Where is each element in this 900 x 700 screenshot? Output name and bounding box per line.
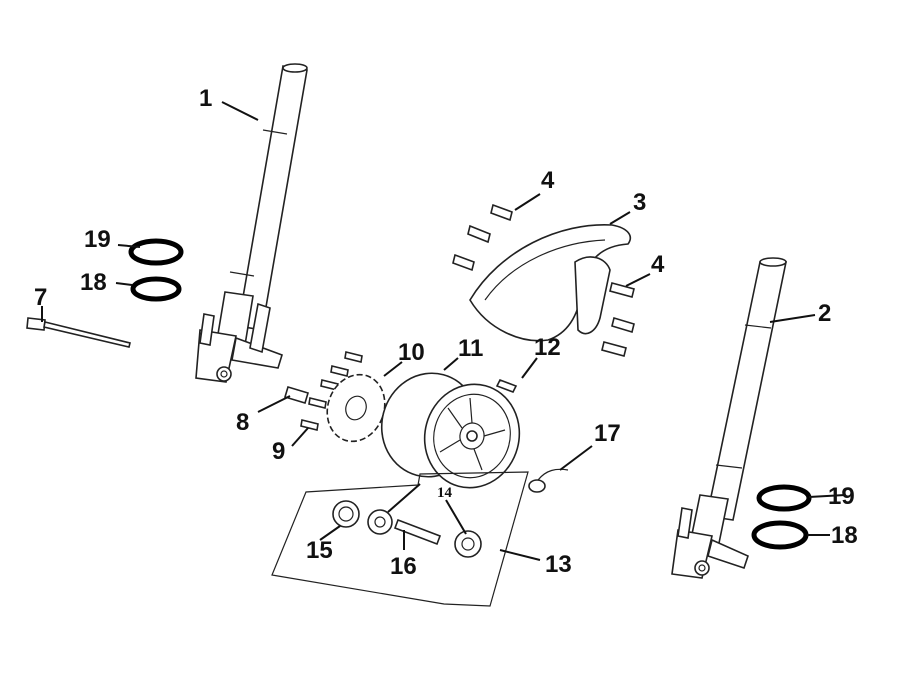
- right-fork-leg: [671, 257, 787, 579]
- left-fork-leg: [195, 63, 308, 383]
- fork-dust-seal-left-18: [130, 276, 182, 302]
- disc-bolts: [300, 351, 363, 431]
- callout-18-right: 18: [831, 522, 858, 549]
- leader-lines: [41, 101, 846, 561]
- callout-19-left: 19: [84, 226, 111, 253]
- fork-oil-seal-left-19: [128, 238, 184, 266]
- callout-10: 10: [398, 339, 425, 366]
- callout-15: 15: [306, 537, 333, 564]
- callout-16: 16: [390, 553, 417, 580]
- callout-2: 2: [818, 300, 831, 327]
- bearing-kit: [332, 500, 482, 558]
- callout-17: 17: [594, 420, 621, 447]
- speed-sensor: [528, 468, 569, 493]
- callout-19-right: 19: [828, 483, 855, 510]
- callout-7: 7: [34, 284, 47, 311]
- callout-9: 9: [272, 438, 285, 465]
- callout-11: 11: [458, 335, 483, 362]
- fork-dust-seal-right-18: [751, 520, 809, 550]
- callout-13: 13: [545, 551, 572, 578]
- callout-14: 14: [437, 485, 453, 501]
- callout-8: 8: [236, 409, 249, 436]
- front-axle: [26, 317, 131, 348]
- tire-valve: [495, 378, 518, 394]
- fender-bolts-right: [601, 282, 635, 357]
- wheel-spacer: [284, 386, 309, 404]
- callout-12: 12: [534, 334, 561, 361]
- fork-oil-seal-right-19: [756, 484, 812, 512]
- callout-18-left: 18: [80, 269, 107, 296]
- front-wheel: [380, 372, 521, 489]
- callout-4-right: 4: [651, 251, 665, 278]
- callout-4-upper: 4: [541, 167, 555, 194]
- front-fender: [469, 224, 632, 342]
- callout-1: 1: [199, 85, 212, 112]
- fender-bolts-left: [452, 203, 513, 272]
- bearing-kit-outline: [271, 471, 529, 607]
- callout-3: 3: [633, 189, 646, 216]
